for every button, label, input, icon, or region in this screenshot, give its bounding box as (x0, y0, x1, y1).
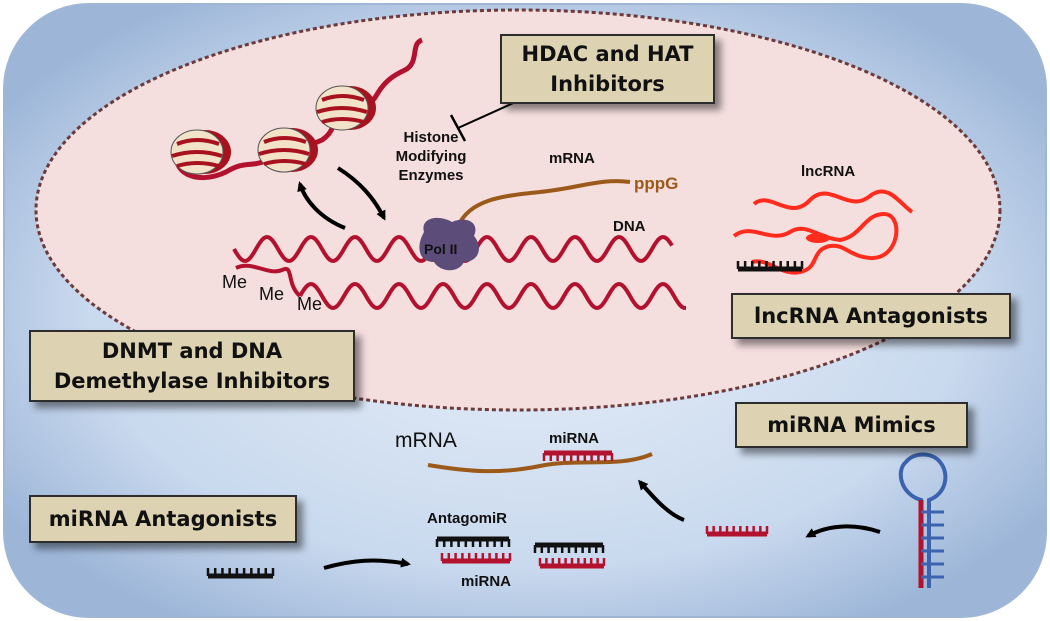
chromatin (169, 37, 424, 181)
dna-strand-bottom (298, 282, 686, 310)
pol2-label: Pol II (424, 241, 458, 257)
mirna-label-bottom: miRNA (461, 573, 512, 590)
mirna-mimics-box: miRNA Mimics (735, 402, 968, 448)
condense-arrow (297, 181, 346, 230)
antagomir-mirna-duplex-2 (533, 542, 606, 569)
mirna-antagonists-box: miRNA Antagonists (29, 495, 297, 543)
hdac-hat-inhibitors-box: HDAC and HAT Inhibitors (500, 34, 715, 104)
methyl-label-3: Me (297, 294, 323, 314)
mirna-bound-mrna (542, 450, 614, 461)
target-mrna (427, 452, 653, 474)
dnmt-inhibitors-box: DNMT and DNA Demethylase Inhibitors (29, 330, 355, 402)
open-arrow (336, 166, 386, 221)
target-mrna-label: mRNA (395, 429, 457, 452)
pol2-enzyme (419, 217, 479, 271)
mrna-label: mRNA (549, 150, 595, 167)
pppg-label: pppG (634, 174, 679, 193)
dna-strand-end (235, 263, 302, 298)
mature-mirna (705, 526, 769, 537)
methyl-label-1: Me (222, 272, 248, 292)
lncrna-structure (732, 189, 914, 275)
mimic-arrow (638, 479, 685, 522)
lncrna-antagonist-oligo (736, 261, 804, 272)
lncrna-antagonists-box: lncRNA Antagonists (731, 293, 1011, 339)
histone-enzymes-label: Histone Modifying Enzymes (395, 129, 467, 184)
antagomir-mirna-duplex-1 (435, 536, 512, 564)
lncrna-label: lncRNA (801, 163, 856, 180)
free-antagomir (206, 568, 275, 579)
methyl-label-2: Me (259, 284, 285, 304)
mrna-transcript (456, 179, 631, 227)
mirna-hairpin (898, 452, 948, 588)
antagomir-label: AntagomiR (427, 510, 507, 527)
dna-label: DNA (613, 218, 646, 235)
processing-arrow (805, 524, 881, 538)
mirna-label-top: miRNA (549, 430, 600, 447)
inhibition-line (457, 99, 521, 129)
inhibition-bar (449, 114, 467, 142)
antagonist-arrow (323, 557, 411, 570)
